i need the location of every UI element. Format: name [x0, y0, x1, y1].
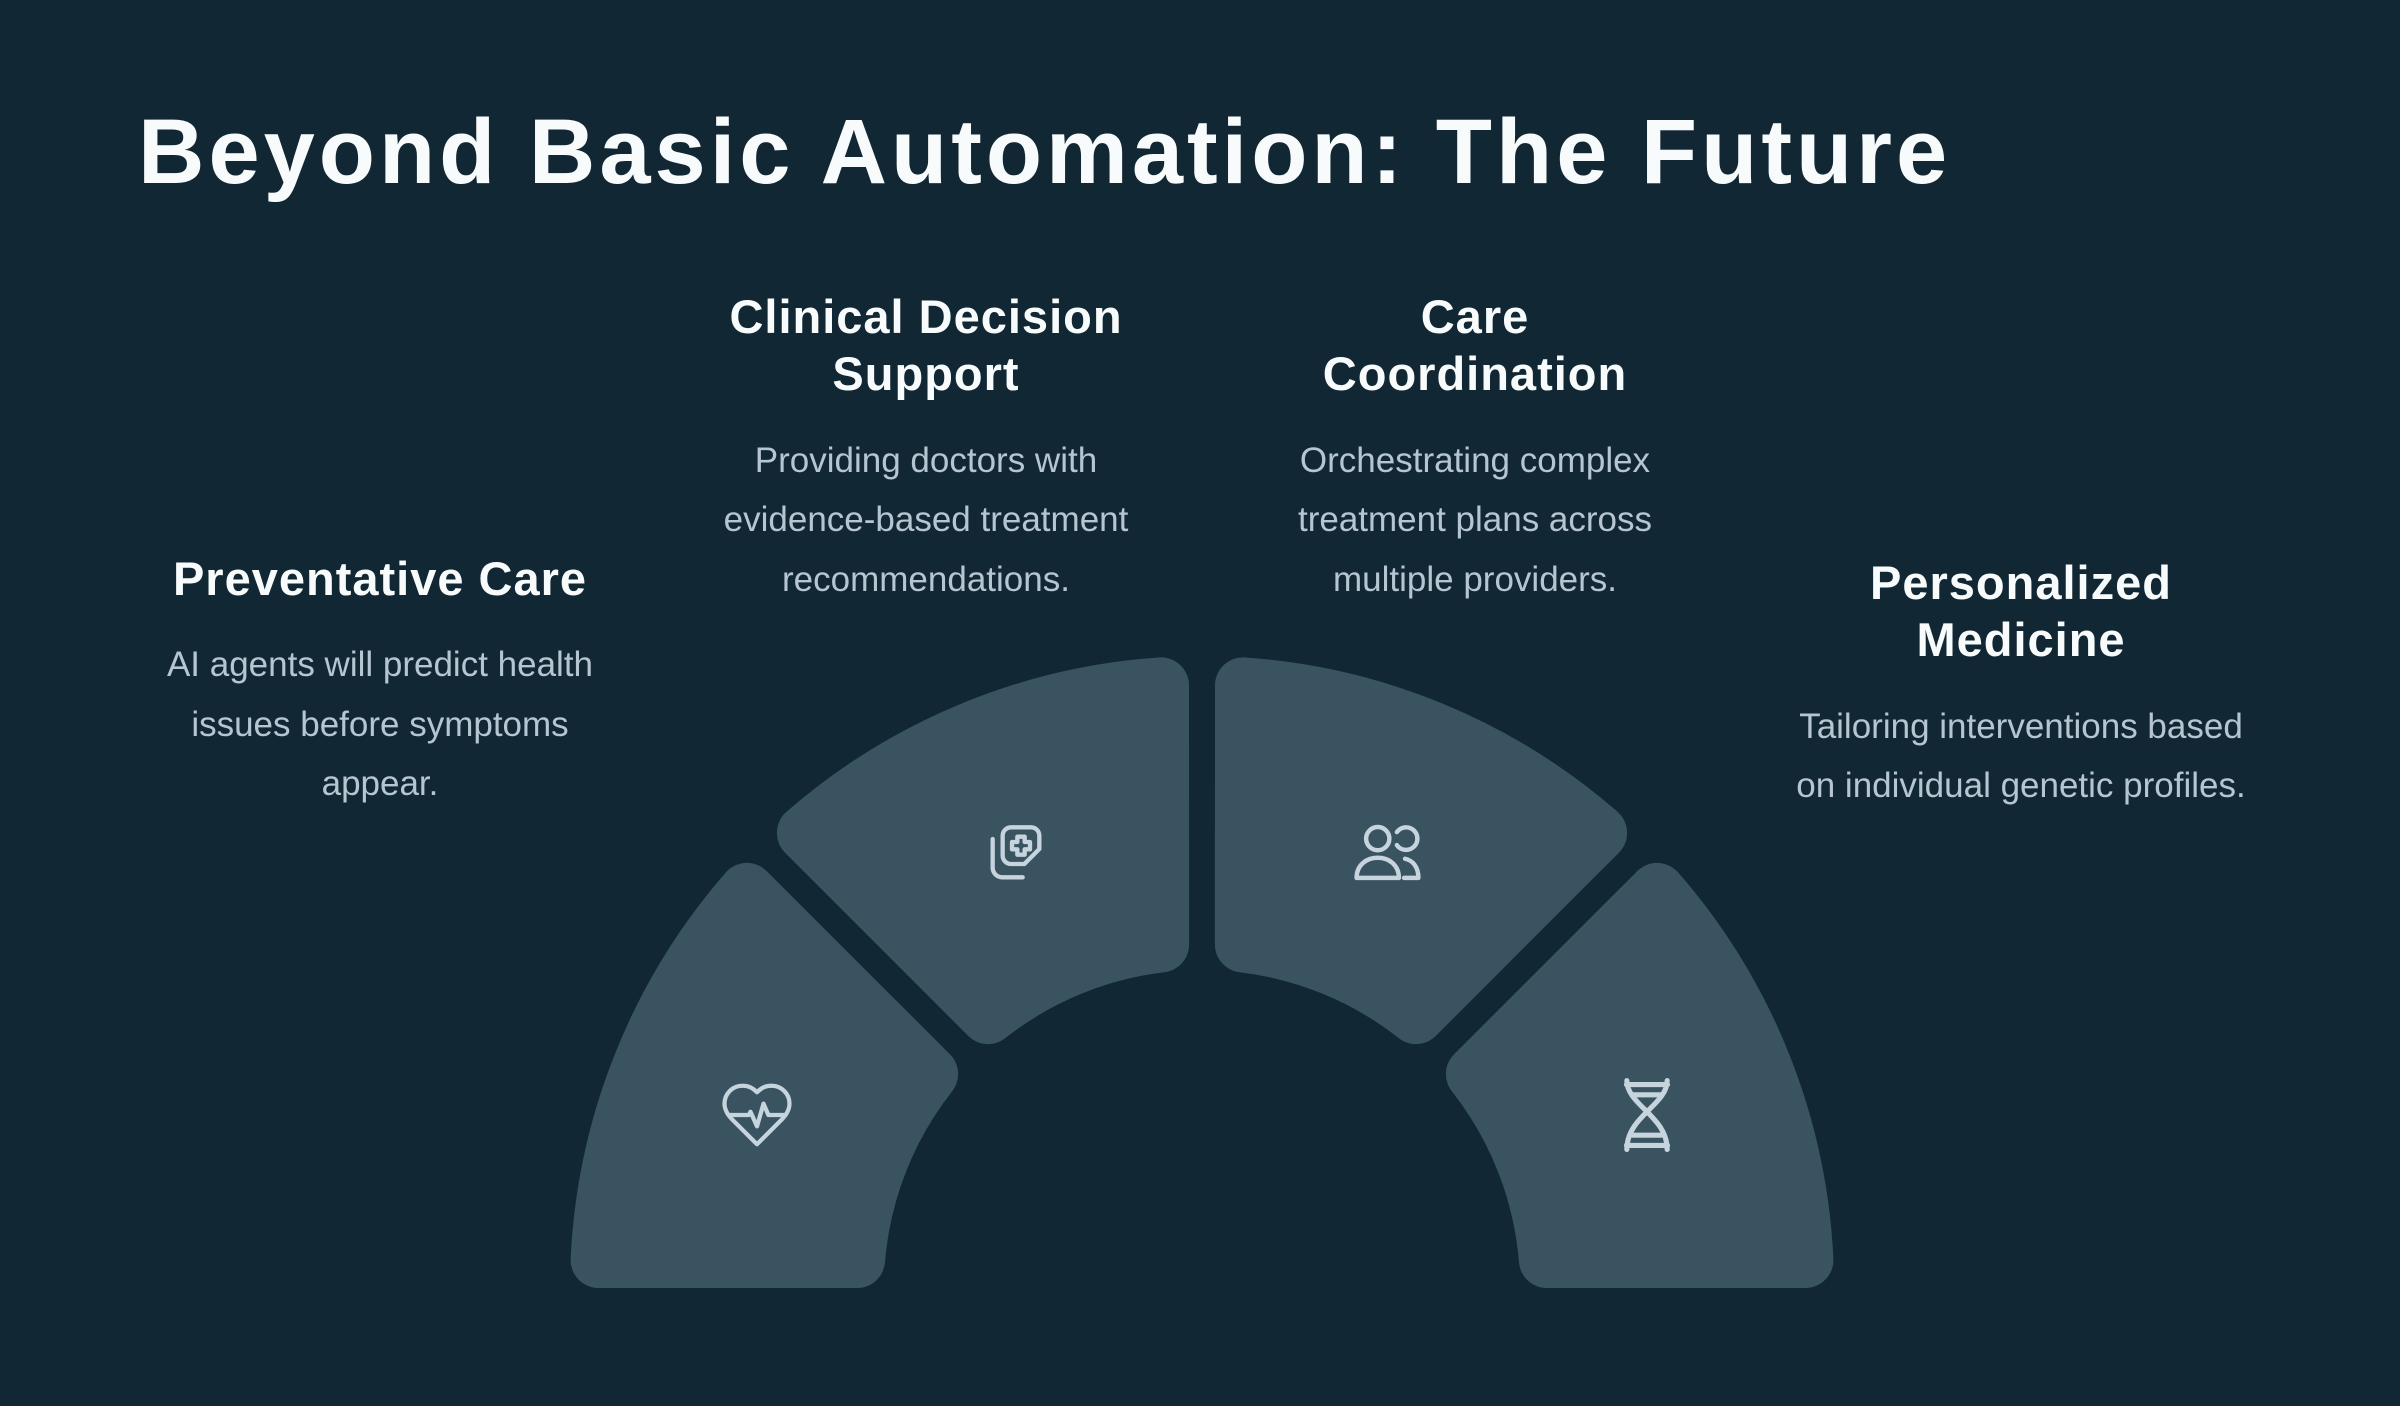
segment-personalized-medicine: [1445, 862, 1834, 1288]
card-clinical-decision-support: Clinical Decision Support Providing doct…: [626, 288, 1226, 609]
card-title: Personalized Medicine: [1870, 556, 2172, 667]
card-description: AI agents will predict health issues bef…: [166, 645, 594, 804]
segment-preventative-care: [570, 862, 959, 1288]
card-preventative-care: Preventative Care AI agents will predict…: [80, 550, 680, 814]
card-title: Clinical Decision Support: [729, 290, 1123, 401]
card-description: Providing doctors with evidence-based tr…: [723, 440, 1129, 599]
card-care-coordination: Care Coordination Orchestrating complex …: [1175, 288, 1775, 609]
card-title: Care Coordination: [1322, 290, 1628, 401]
slide-title: Beyond Basic Automation: The Future: [138, 101, 1952, 203]
heart-pulse-icon: [718, 1076, 796, 1154]
segment-care-coordination: [1214, 657, 1628, 1045]
segment-clinical-decision-support: [776, 657, 1190, 1045]
card-personalized-medicine: Personalized Medicine Tailoring interven…: [1721, 554, 2321, 816]
card-title: Preventative Care: [172, 552, 588, 605]
dna-icon: [1603, 1071, 1691, 1159]
users-icon: [1347, 814, 1429, 896]
medical-records-icon: [976, 814, 1056, 894]
card-description: Tailoring interventions based on individ…: [1796, 706, 2246, 806]
card-description: Orchestrating complex treatment plans ac…: [1297, 440, 1653, 599]
